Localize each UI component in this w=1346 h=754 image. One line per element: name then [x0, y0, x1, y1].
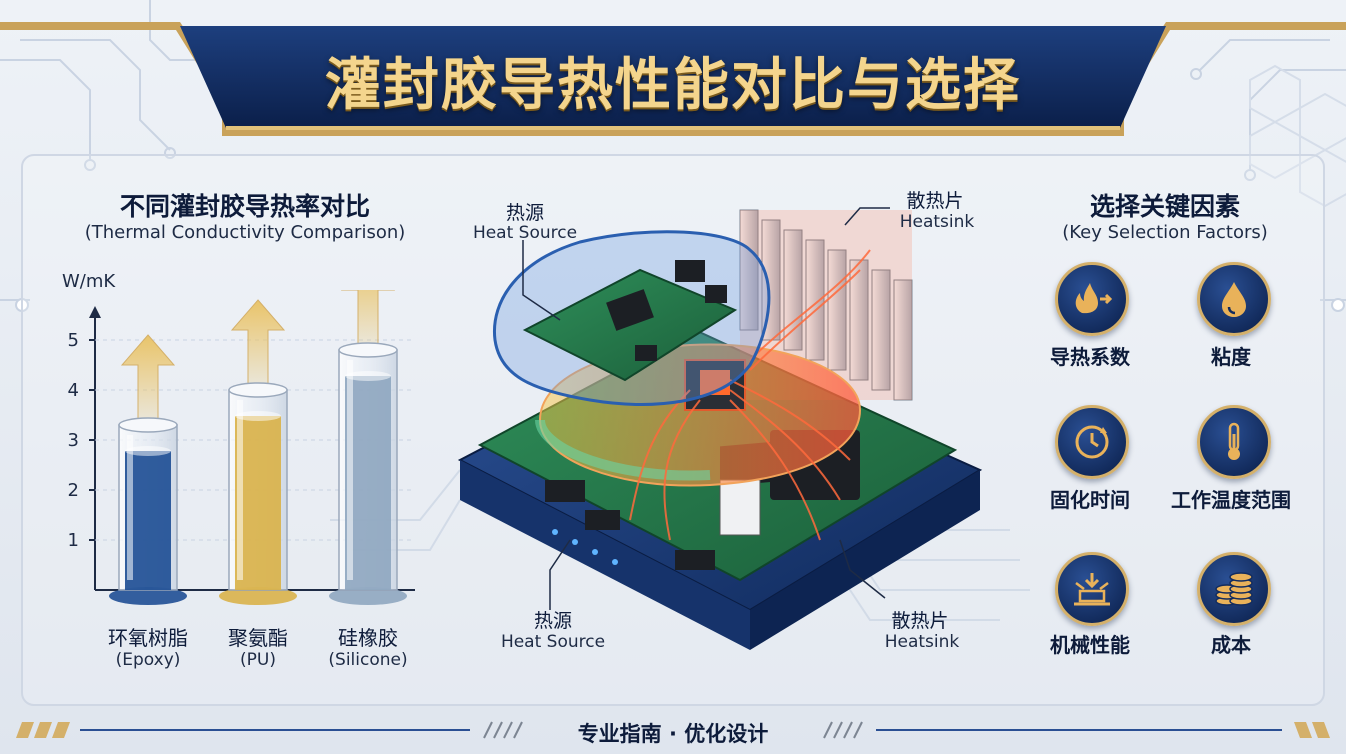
bar-2	[329, 290, 407, 605]
compression-icon	[1055, 552, 1129, 626]
bar-1	[219, 299, 297, 605]
footer-decoration	[16, 721, 1330, 739]
y-tick-label: 1	[68, 530, 79, 551]
factor-label-viscosity: 粘度	[1211, 345, 1251, 369]
y-tick-label: 5	[68, 330, 79, 351]
factor-label-mechanical-properties: 机械性能	[1050, 633, 1130, 657]
factor-label-temperature-range: 工作温度范围	[1171, 488, 1291, 512]
clock-icon	[1055, 405, 1129, 479]
factors-subtitle: (Key Selection Factors)	[1062, 222, 1268, 243]
category-label: 环氧树脂	[108, 626, 188, 650]
bar-0	[109, 334, 187, 605]
category-label: 硅橡胶	[338, 626, 398, 650]
callout-heat-source-bottom-cn: 热源	[533, 610, 572, 632]
callout-heat-source-top-en: Heat Source	[472, 223, 578, 243]
pcb-potting-illustration	[457, 207, 983, 650]
callout-heatsink-bottom-en: Heatsink	[884, 632, 960, 652]
coins-icon	[1197, 552, 1271, 626]
footer-text: 专业指南 · 优化设计	[577, 722, 769, 746]
title-banner	[0, 22, 1346, 136]
callout-heatsink-top-en: Heatsink	[899, 212, 975, 232]
callout-heat-source-top-cn: 热源	[505, 202, 544, 224]
up-arrow-icon	[120, 334, 176, 432]
callout-heatsink-top-cn: 散热片	[906, 190, 964, 212]
category-label-en: (Silicone)	[328, 650, 408, 670]
up-arrow-icon	[230, 299, 286, 397]
factor-label-cost: 成本	[1211, 633, 1251, 657]
flame-arrow-icon	[1055, 262, 1129, 336]
y-tick-label: 4	[68, 380, 79, 401]
category-label: 聚氨酯	[228, 626, 288, 650]
comparison-subtitle: (Thermal Conductivity Comparison)	[84, 222, 406, 243]
factor-label-thermal-conductivity: 导热系数	[1050, 345, 1130, 369]
y-tick-label: 3	[68, 430, 79, 451]
callout-heatsink-bottom-cn: 散热片	[891, 610, 949, 632]
category-label-en: (PU)	[240, 650, 276, 670]
comparison-title: 不同灌封胶导热率对比	[119, 192, 370, 221]
droplet-icon	[1197, 262, 1271, 336]
y-axis-label: W/mK	[62, 271, 116, 292]
thermometer-icon	[1197, 405, 1271, 479]
callout-heat-source-bottom-en: Heat Source	[500, 632, 606, 652]
page-title: 灌封胶导热性能对比与选择	[325, 53, 1021, 118]
category-label-en: (Epoxy)	[115, 650, 181, 670]
y-tick-label: 2	[68, 480, 79, 501]
factors-title: 选择关键因素	[1089, 192, 1240, 221]
factor-label-curing-time: 固化时间	[1050, 488, 1130, 512]
thermal-conductivity-chart: 1 2 3 4 5	[68, 290, 415, 605]
